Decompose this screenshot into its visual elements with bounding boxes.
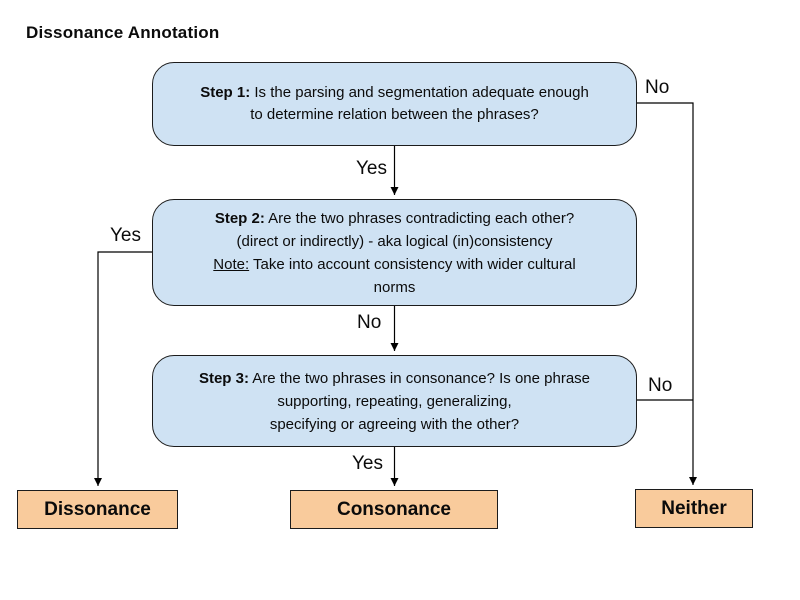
step-1-box: Step 1: Is the parsing and segmentation … bbox=[152, 62, 637, 146]
edge-label-step3-no: No bbox=[648, 375, 673, 396]
note-label: Note: bbox=[213, 255, 250, 273]
outcome-dissonance-label: Dissonance bbox=[44, 498, 151, 520]
outcome-consonance-label: Consonance bbox=[336, 498, 452, 520]
step-2-line-3: Note: Take into account consistency with… bbox=[213, 255, 576, 273]
edge-step1-neither-line bbox=[637, 102, 697, 485]
step-3-line-1: Step 3: Are the two phrases in consonanc… bbox=[198, 369, 591, 387]
step-2-line-2: (direct or indirectly) - aka logical (in… bbox=[236, 232, 553, 250]
step-2-line-4: norms bbox=[373, 278, 416, 296]
outcome-neither-label: Neither bbox=[661, 497, 727, 519]
step-3-box: Step 3: Are the two phrases in consonanc… bbox=[152, 355, 637, 447]
step-3-label: Step 3: bbox=[198, 369, 249, 387]
step-1-label: Step 1: bbox=[200, 84, 251, 101]
step-1-line-1: Step 1: Is the parsing and segmentation … bbox=[200, 84, 589, 101]
edge-label-step2-yes: Yes bbox=[110, 225, 141, 246]
edge-label-step1-yes: Yes bbox=[356, 158, 387, 179]
step-1-line-2: to determine relation between the phrase… bbox=[250, 106, 539, 123]
outcome-dissonance-box: Dissonance bbox=[17, 490, 178, 529]
edge-label-step2-no: No bbox=[357, 312, 382, 333]
outcome-consonance-box: Consonance bbox=[290, 490, 498, 529]
outcome-neither-box: Neither bbox=[635, 489, 753, 528]
edge-step2-dissonance-line bbox=[94, 251, 152, 486]
step-2-label: Step 2: bbox=[214, 209, 265, 227]
edge-label-step1-no: No bbox=[645, 77, 670, 98]
page-title: Dissonance Annotation bbox=[26, 23, 220, 42]
step-2-line-1: Step 2: Are the two phrases contradictin… bbox=[214, 209, 575, 227]
step-2-box: Step 2: Are the two phrases contradictin… bbox=[152, 199, 637, 306]
step-3-line-2: supporting, repeating, generalizing, bbox=[277, 392, 512, 410]
step-3-line-3: specifying or agreeing with the other? bbox=[269, 415, 520, 433]
edge-label-step3-yes: Yes bbox=[352, 453, 383, 474]
